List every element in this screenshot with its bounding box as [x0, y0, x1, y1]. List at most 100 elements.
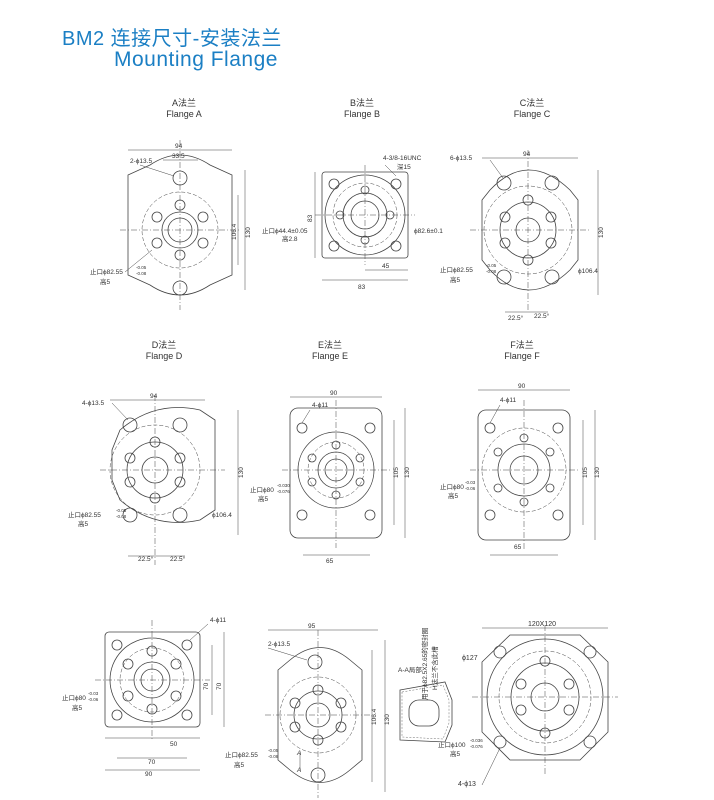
flange-b-dim-height: 高2.8 [282, 234, 298, 243]
flange-g-dim-70-v2: 70 [216, 682, 223, 690]
flange-d-dim-94: 94 [150, 393, 158, 400]
flange-f-tol-upper: -0.03 [465, 480, 476, 485]
flange-d-dim-angle-1: 22.5° [138, 555, 154, 563]
flange-f-dim-spigot: 止口ϕ80 [440, 482, 464, 491]
flange-g-dim-70-h: 70 [148, 759, 156, 766]
flange-a-dim-spigot: 止口ϕ82.55 [90, 267, 123, 276]
flange-f-dim-holes: 4-ϕ11 [500, 397, 517, 404]
section-aa-label: A-A局部 [398, 665, 422, 674]
section-aa-drawing [399, 681, 453, 743]
flange-e-dim-130: 130 [404, 467, 411, 478]
flange-g-dim-spigot: 止口ϕ80 [62, 693, 86, 702]
flange-e-dim-holes: 4-ϕ11 [312, 402, 329, 409]
flange-d-dim-height: 高5 [78, 519, 89, 528]
flange-h-dim-130: 130 [384, 714, 391, 725]
flange-a-dim-94: 94 [175, 143, 183, 150]
flange-a-tol-lower: -0.08 [136, 271, 147, 276]
flange-d-dim-spigot: 止口ϕ82.55 [68, 510, 101, 519]
flange-c-dim-spigot: 止口ϕ82.55 [440, 265, 473, 274]
flange-d-dim-angle-2: 22.5° [170, 555, 186, 563]
flange-e-dim-90: 90 [330, 390, 338, 397]
flange-b-dim-depth: 深15 [397, 162, 411, 171]
flange-i-tol-lower: -0.076 [470, 744, 483, 749]
flange-d-dim-106-4: ϕ106.4 [212, 512, 232, 519]
flange-c-dim-holes: 6-ϕ13.5 [450, 155, 472, 162]
flange-d-dim-130: 130 [238, 467, 245, 478]
flange-b-dim-83-v: 83 [307, 214, 314, 222]
flange-c-dim-106-4: ϕ106.4 [578, 268, 598, 275]
flange-a-dim-height: 高5 [100, 277, 111, 286]
flange-b-drawing [314, 164, 415, 281]
flange-i-dim-height: 高5 [450, 749, 461, 758]
flange-a-dim-130: 130 [245, 227, 252, 238]
flange-g-dim-70-v1: 70 [203, 682, 210, 690]
flange-c-dim-angle-2: 22.5° [534, 312, 550, 320]
flange-b-dim-thread: 4-3/8-16UNC [383, 155, 422, 162]
flange-e-dim-65: 65 [326, 558, 334, 565]
flange-h-drawing [265, 629, 386, 798]
flange-f-drawing [470, 389, 596, 556]
page-title-en: Mounting Flange [114, 48, 278, 71]
flange-h-dim-95: 95 [308, 623, 316, 630]
flange-i-dim-holes: 4-ϕ13 [458, 781, 476, 788]
flange-h-section-mark-1: A [296, 750, 301, 757]
flange-e-tol-lower: -0.076 [277, 489, 290, 494]
flange-a-dim-holes: 2-ϕ13.5 [130, 158, 152, 165]
flange-i-tol-upper: -0.036 [470, 738, 483, 743]
flange-g-drawing [95, 620, 225, 771]
flange-g-tol-upper: -0.03 [88, 691, 99, 696]
flange-e-tol-upper: -0.030 [277, 483, 290, 488]
flange-f-dim-90: 90 [518, 383, 526, 390]
flange-g-dim-holes: 4-ϕ11 [210, 617, 227, 624]
flange-b-dim-82-6: ϕ82.6±0.1 [414, 228, 443, 235]
flange-b-dim-83-h: 83 [358, 284, 366, 291]
flange-e-dim-spigot: 止口ϕ80 [250, 485, 274, 494]
flange-i-dim-size: 120X120 [528, 621, 556, 628]
flange-a-dim-106-4: 106.4 [231, 223, 238, 240]
section-aa-note-2: H法兰不含此槽 [430, 646, 439, 690]
flange-c-tol-upper: -0.05 [486, 263, 497, 268]
flange-f-dim-height: 高5 [448, 491, 459, 500]
flange-c-drawing [470, 150, 599, 313]
flange-i-dim-spigot: 止口ϕ100 [438, 740, 466, 749]
page-title-cn: BM2 连接尺寸-安装法兰 [62, 28, 282, 50]
flange-h-dim-holes: 2-ϕ13.5 [268, 641, 290, 648]
flange-b-dim-spigot: 止口ϕ44.4±0.05 [262, 226, 308, 235]
flange-g-dim-50: 50 [170, 741, 178, 748]
flange-f-dim-105: 105 [582, 467, 589, 478]
flange-h-section-mark-2: A [296, 767, 301, 774]
flange-d-dim-holes: 4-ϕ13.5 [82, 400, 104, 407]
flange-d-tol-upper: -0.05 [116, 508, 127, 513]
flange-a-tol-upper: -0.05 [136, 265, 147, 270]
flange-g-dim-height: 高5 [72, 703, 83, 712]
flange-h-tol-lower: -0.08 [268, 754, 279, 759]
flange-e-drawing [282, 396, 406, 556]
flange-a-dim-33-5: 33.5 [172, 153, 185, 160]
section-aa-note-1: 用于ϕ82.5X2.65的密封圈 [420, 628, 429, 700]
flange-h-tol-upper: -0.05 [268, 748, 279, 753]
flange-f-dim-65: 65 [514, 544, 522, 551]
flange-a-drawing [120, 140, 246, 310]
flange-g-tol-lower: -0.06 [88, 697, 99, 702]
flange-g-dim-90: 90 [145, 771, 153, 778]
flange-d-drawing [100, 395, 239, 565]
flange-f-dim-130: 130 [594, 467, 601, 478]
flange-c-dim-94: 94 [523, 151, 531, 158]
flange-h-dim-106-4: 106.4 [371, 708, 378, 725]
flange-e-dim-105: 105 [393, 467, 400, 478]
flange-d-tol-lower: -0.08 [116, 514, 127, 519]
flange-c-dim-height: 高5 [450, 275, 461, 284]
flange-b-dim-45: 45 [382, 263, 390, 270]
flange-h-dim-spigot: 止口ϕ82.55 [225, 750, 258, 759]
flange-c-dim-angle-1: 22.5° [508, 314, 524, 322]
flange-c-tol-lower: -0.08 [486, 269, 497, 274]
flange-c-dim-130: 130 [598, 227, 605, 238]
flange-f-tol-lower: -0.06 [465, 486, 476, 491]
